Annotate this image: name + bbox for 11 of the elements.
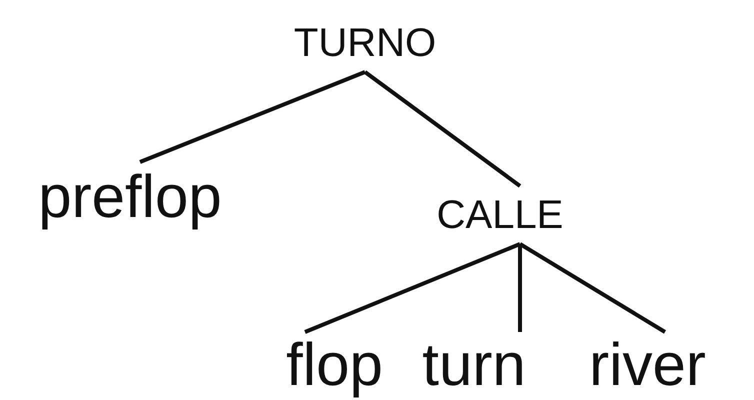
node-label: preflop	[5, 162, 255, 232]
connector-line	[518, 242, 666, 334]
connector-line	[518, 244, 522, 332]
node-label: TURNO	[290, 14, 440, 72]
connector-line	[364, 70, 522, 188]
connector-line	[139, 70, 366, 164]
node-label: turn	[410, 332, 538, 398]
node-label: CALLE	[420, 186, 580, 244]
node-label: river	[545, 332, 750, 398]
node-label: flop	[262, 332, 407, 398]
connector-line	[304, 242, 521, 334]
